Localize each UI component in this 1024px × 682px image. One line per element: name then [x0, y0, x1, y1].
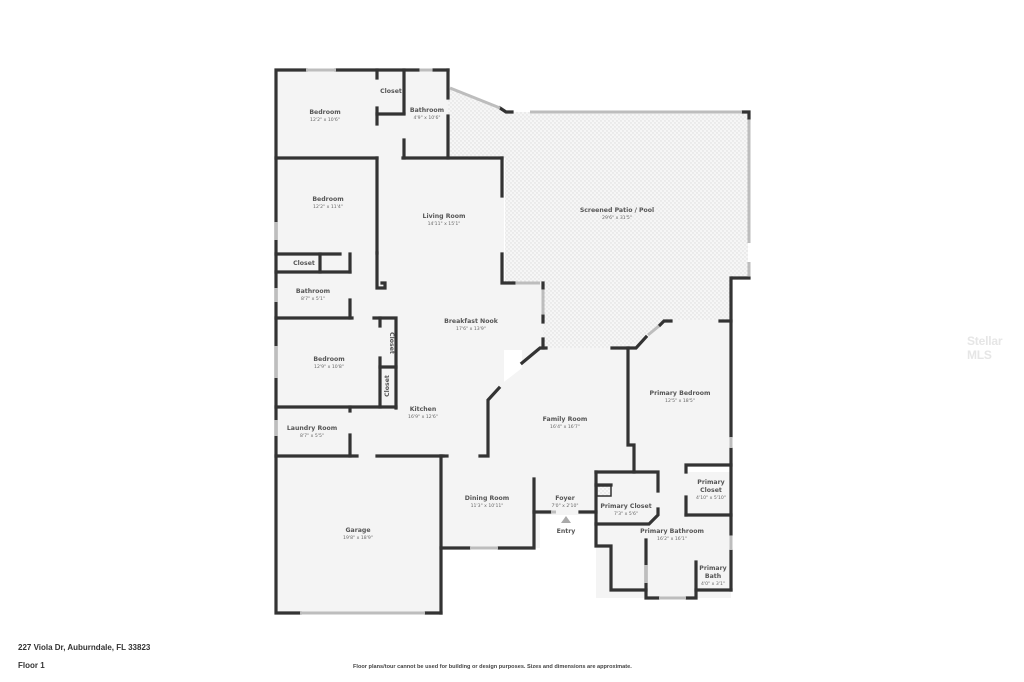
entry-arrow-icon — [561, 516, 571, 523]
room-name-line2: Bath — [705, 573, 721, 580]
room-name: Closet — [388, 332, 395, 354]
windows — [274, 68, 751, 615]
room-dims: 16'9" x 12'6" — [408, 414, 438, 420]
room-bedroom-1: Bedroom 12'2" x 10'6" — [309, 109, 340, 123]
room-dims: 16'4" x 16'7" — [550, 424, 580, 430]
room-dims: 16'2" x 16'1" — [657, 536, 687, 542]
room-name: Living Room — [423, 213, 466, 220]
room-name-line1: Primary — [697, 479, 724, 486]
room-name: Closet — [384, 375, 391, 397]
room-primary-bedroom: Primary Bedroom 12'5" x 18'5" — [650, 390, 711, 404]
room-bedroom-2: Bedroom 12'2" x 11'4" — [312, 196, 343, 210]
room-dims: 14'11" x 15'1" — [428, 221, 461, 227]
room-living-room: Living Room 14'11" x 15'1" — [423, 213, 466, 227]
room-name: Laundry Room — [287, 425, 337, 432]
room-name: Bedroom — [312, 196, 343, 203]
room-dims: 7'0" x 2'10" — [551, 503, 578, 509]
room-laundry-room: Laundry Room 8'7" x 5'5" — [287, 425, 337, 439]
room-dining-room: Dining Room 11'3" x 10'11" — [465, 495, 510, 509]
room-primary-closet-1: Primary Closet 7'3" x 5'6" — [600, 503, 651, 517]
room-name: Bathroom — [296, 288, 330, 295]
room-dims: 12'2" x 10'6" — [310, 117, 340, 123]
room-dims: 12'9" x 10'8" — [314, 364, 344, 370]
room-closet-2: Closet — [293, 260, 315, 267]
room-dims: 12'2" x 11'4" — [313, 204, 343, 210]
room-name: Closet — [293, 260, 315, 267]
room-dims: 19'8" x 18'9" — [343, 535, 373, 541]
room-name-line2: Closet — [700, 487, 722, 494]
room-dims: 11'3" x 10'11" — [471, 503, 504, 509]
room-dims: 8'7" x 5'1" — [301, 296, 325, 302]
room-family-room: Family Room 16'4" x 16'7" — [543, 416, 588, 430]
room-dims: 17'6" x 13'9" — [456, 326, 486, 332]
room-labels: Bedroom 12'2" x 10'6" Closet Bathroom 4'… — [287, 88, 727, 587]
room-name: Primary Closet — [600, 503, 651, 510]
room-name: Kitchen — [410, 406, 437, 413]
room-name: Family Room — [543, 416, 588, 423]
watermark: Stellar MLS — [967, 334, 1003, 362]
room-name: Foyer — [555, 495, 575, 502]
room-dims: 12'5" x 18'5" — [665, 398, 695, 404]
room-screened-patio: Screened Patio / Pool 29'6" x 31'5" — [580, 207, 654, 221]
room-closet-1: Closet — [380, 88, 402, 95]
room-name: Bathroom — [410, 107, 444, 114]
room-bathroom-2: Bathroom 8'7" x 5'1" — [296, 288, 330, 302]
room-dims: 29'6" x 31'5" — [602, 215, 632, 221]
room-dims: 4'0" x 3'1" — [701, 581, 725, 587]
disclaimer: Floor plans/tour cannot be used for buil… — [353, 664, 632, 670]
room-closet-3: Closet — [388, 332, 395, 354]
room-dims: 4'9" x 10'6" — [413, 115, 440, 121]
room-dims: 8'7" x 5'5" — [300, 433, 324, 439]
room-name: Garage — [345, 527, 370, 534]
floor-label: Floor 1 — [18, 661, 45, 670]
room-bedroom-3: Bedroom 12'9" x 10'8" — [313, 356, 344, 370]
room-name: Screened Patio / Pool — [580, 207, 654, 214]
entry-label: Entry — [557, 528, 576, 535]
room-name: Bedroom — [313, 356, 344, 363]
room-name: Closet — [380, 88, 402, 95]
room-name-line1: Primary — [699, 565, 726, 572]
room-breakfast-nook: Breakfast Nook 17'6" x 13'9" — [444, 318, 499, 332]
room-primary-bathroom: Primary Bathroom 16'2" x 16'1" — [640, 528, 704, 542]
room-garage: Garage 19'8" x 18'9" — [343, 527, 373, 541]
room-foyer: Foyer 7'0" x 2'10" — [551, 495, 578, 509]
room-kitchen: Kitchen 16'9" x 12'6" — [408, 406, 438, 420]
room-closet-4: Closet — [384, 375, 391, 397]
room-bathroom-1: Bathroom 4'9" x 10'6" — [410, 107, 444, 121]
walls — [274, 68, 751, 615]
room-name: Bedroom — [309, 109, 340, 116]
room-dims: 4'10" x 5'10" — [696, 495, 726, 501]
room-name: Primary Bedroom — [650, 390, 711, 397]
room-name: Primary Bathroom — [640, 528, 704, 535]
room-dims: 7'3" x 5'6" — [614, 511, 638, 517]
room-primary-closet-2: Primary Closet — [697, 479, 724, 494]
room-name: Breakfast Nook — [444, 318, 499, 325]
room-primary-bath: Primary Bath 4'0" x 3'1" — [699, 565, 726, 587]
property-address: 227 Viola Dr, Auburndale, FL 33823 — [18, 643, 151, 652]
room-name: Dining Room — [465, 495, 510, 502]
